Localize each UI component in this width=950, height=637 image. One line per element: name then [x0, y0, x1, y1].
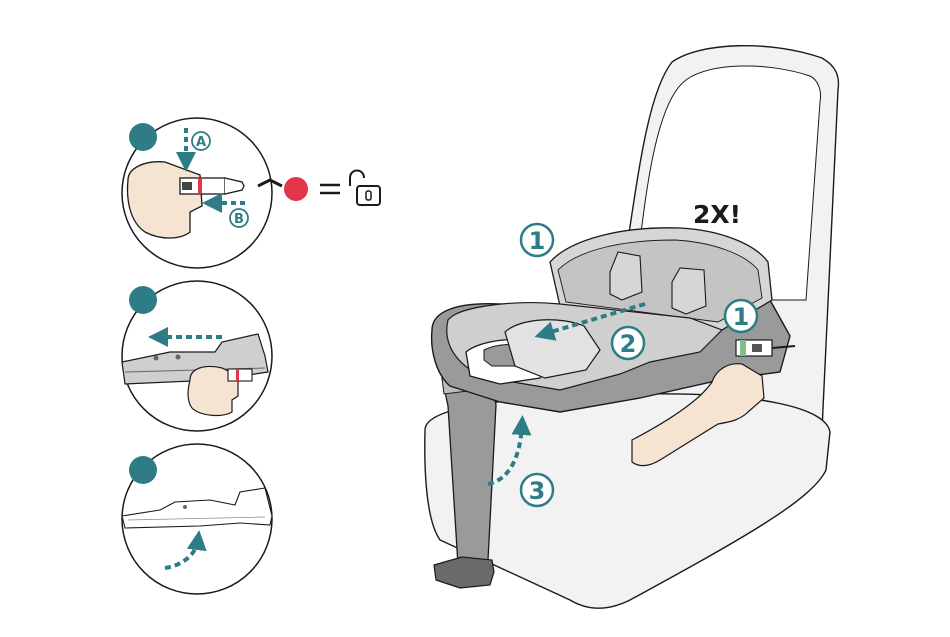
indicator-legend: [258, 171, 380, 206]
callout-2-label: 2: [620, 330, 637, 358]
red-indicator-dot: [284, 177, 308, 201]
warning-text: 2X!: [693, 200, 741, 229]
equals-icon: [320, 185, 340, 193]
step-panel-3: [122, 444, 272, 594]
callout-1-label: 1: [529, 227, 546, 255]
unlocked-padlock-icon: [350, 171, 380, 206]
callout-1: 1: [521, 224, 553, 256]
step-a-label: A: [196, 135, 206, 150]
callout-2: 2: [612, 327, 644, 359]
step-1-badge: [129, 123, 157, 151]
step-panel-1: A B: [122, 118, 272, 268]
callout-3: 3: [521, 474, 553, 506]
step-2-badge: [129, 286, 157, 314]
step-b-label: B: [234, 212, 244, 227]
callout-3-label: 3: [529, 477, 546, 505]
step-3-badge: [129, 456, 157, 484]
step-panel-2: [122, 281, 272, 431]
callout-1-side: 1: [725, 300, 757, 332]
callout-1-side-label: 1: [733, 303, 750, 331]
